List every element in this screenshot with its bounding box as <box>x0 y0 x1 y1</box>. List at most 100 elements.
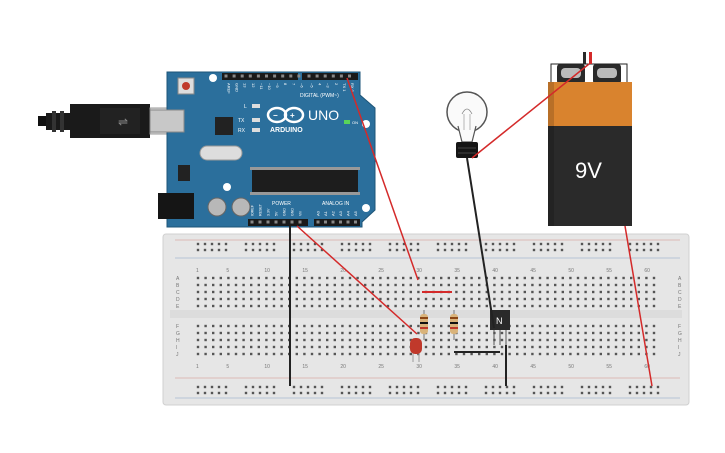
breadboard-hole[interactable] <box>250 297 253 301</box>
breadboard-rail-hole[interactable] <box>484 391 488 395</box>
breadboard-hole[interactable] <box>242 324 245 328</box>
breadboard-hole[interactable] <box>204 345 207 349</box>
breadboard-hole[interactable] <box>295 304 298 308</box>
breadboard-hole[interactable] <box>569 338 572 342</box>
breadboard-hole[interactable] <box>516 345 519 349</box>
breadboard-hole[interactable] <box>424 345 428 349</box>
breadboard-hole[interactable] <box>303 324 306 328</box>
breadboard-hole[interactable] <box>356 352 359 356</box>
breadboard-hole[interactable] <box>538 283 542 287</box>
breadboard-hole[interactable] <box>607 283 610 287</box>
breadboard-hole[interactable] <box>516 283 519 287</box>
breadboard-hole[interactable] <box>341 324 344 328</box>
breadboard-hole[interactable] <box>371 283 374 287</box>
breadboard-hole[interactable] <box>599 297 602 301</box>
breadboard-hole[interactable] <box>554 345 557 349</box>
breadboard-hole[interactable] <box>493 290 496 294</box>
breadboard-hole[interactable] <box>348 297 352 301</box>
breadboard-hole[interactable] <box>219 345 222 349</box>
breadboard-hole[interactable] <box>402 345 405 349</box>
breadboard-hole[interactable] <box>516 352 519 356</box>
breadboard-rail-hole[interactable] <box>210 385 214 389</box>
breadboard-hole[interactable] <box>485 290 488 294</box>
breadboard-hole[interactable] <box>523 352 526 356</box>
red-led[interactable] <box>410 338 422 362</box>
breadboard-hole[interactable] <box>409 297 412 301</box>
breadboard-rail-hole[interactable] <box>642 248 646 252</box>
digital-pin[interactable] <box>248 74 252 78</box>
breadboard-hole[interactable] <box>424 352 428 356</box>
breadboard-hole[interactable] <box>622 345 625 349</box>
breadboard-rail-hole[interactable] <box>258 248 262 252</box>
breadboard-hole[interactable] <box>584 352 587 356</box>
breadboard-hole[interactable] <box>622 338 625 342</box>
breadboard-rail-hole[interactable] <box>457 242 461 246</box>
breadboard-hole[interactable] <box>424 297 428 301</box>
breadboard-hole[interactable] <box>318 283 321 287</box>
breadboard-hole[interactable] <box>478 304 481 308</box>
breadboard-rail-hole[interactable] <box>313 248 317 252</box>
breadboard-hole[interactable] <box>592 338 595 342</box>
breadboard-hole[interactable] <box>386 338 390 342</box>
breadboard-rail-hole[interactable] <box>512 385 516 389</box>
breadboard-hole[interactable] <box>478 338 481 342</box>
breadboard-rail-hole[interactable] <box>635 248 639 252</box>
breadboard-hole[interactable] <box>478 283 481 287</box>
breadboard-hole[interactable] <box>318 338 321 342</box>
breadboard-rail-hole[interactable] <box>210 391 214 395</box>
breadboard-hole[interactable] <box>607 290 610 294</box>
breadboard-hole[interactable] <box>303 304 306 308</box>
breadboard-hole[interactable] <box>280 338 283 342</box>
breadboard-hole[interactable] <box>356 345 359 349</box>
breadboard-hole[interactable] <box>364 331 367 335</box>
breadboard-hole[interactable] <box>462 304 466 308</box>
breadboard-hole[interactable] <box>310 297 314 301</box>
breadboard-rail-hole[interactable] <box>635 242 639 246</box>
breadboard-hole[interactable] <box>523 338 526 342</box>
digital-header-pins[interactable] <box>224 74 352 78</box>
breadboard-hole[interactable] <box>379 304 382 308</box>
breadboard-hole[interactable] <box>242 304 245 308</box>
breadboard-rail-hole[interactable] <box>436 391 440 395</box>
breadboard-rail-hole[interactable] <box>642 391 646 395</box>
breadboard-rail-hole[interactable] <box>546 391 550 395</box>
breadboard-rail-hole[interactable] <box>594 248 598 252</box>
breadboard-hole[interactable] <box>569 324 572 328</box>
breadboard-hole[interactable] <box>257 352 260 356</box>
breadboard-rail-hole[interactable] <box>224 391 228 395</box>
breadboard-hole[interactable] <box>234 352 238 356</box>
breadboard-hole[interactable] <box>326 324 329 328</box>
power-pin[interactable] <box>298 220 302 224</box>
breadboard-hole[interactable] <box>652 338 656 342</box>
breadboard-hole[interactable] <box>637 352 640 356</box>
breadboard-hole[interactable] <box>546 304 549 308</box>
breadboard-hole[interactable] <box>538 338 542 342</box>
breadboard-hole[interactable] <box>265 352 268 356</box>
breadboard-hole[interactable] <box>485 352 488 356</box>
breadboard-hole[interactable] <box>394 345 397 349</box>
breadboard-hole[interactable] <box>462 297 466 301</box>
breadboard-hole[interactable] <box>394 352 397 356</box>
breadboard-hole[interactable] <box>630 290 633 294</box>
breadboard-rail-hole[interactable] <box>299 248 303 252</box>
breadboard-hole[interactable] <box>493 276 496 280</box>
breadboard-hole[interactable] <box>630 338 633 342</box>
breadboard-rail-hole[interactable] <box>258 385 262 389</box>
breadboard-hole[interactable] <box>310 276 314 280</box>
breadboard-rail-hole[interactable] <box>580 248 584 252</box>
breadboard-hole[interactable] <box>326 290 329 294</box>
breadboard-hole[interactable] <box>303 338 306 342</box>
breadboard-hole[interactable] <box>265 324 268 328</box>
breadboard-rail-hole[interactable] <box>457 248 461 252</box>
breadboard-hole[interactable] <box>523 304 526 308</box>
breadboard-hole[interactable] <box>227 352 230 356</box>
breadboard-hole[interactable] <box>576 290 580 294</box>
breadboard-rail-hole[interactable] <box>258 242 262 246</box>
breadboard-hole[interactable] <box>280 283 283 287</box>
breadboard-rail-hole[interactable] <box>320 248 324 252</box>
breadboard-rail-hole[interactable] <box>306 248 310 252</box>
breadboard-rail-hole[interactable] <box>498 391 502 395</box>
breadboard-rail-hole[interactable] <box>450 242 454 246</box>
breadboard-hole[interactable] <box>196 304 200 308</box>
breadboard-rail-hole[interactable] <box>532 242 536 246</box>
